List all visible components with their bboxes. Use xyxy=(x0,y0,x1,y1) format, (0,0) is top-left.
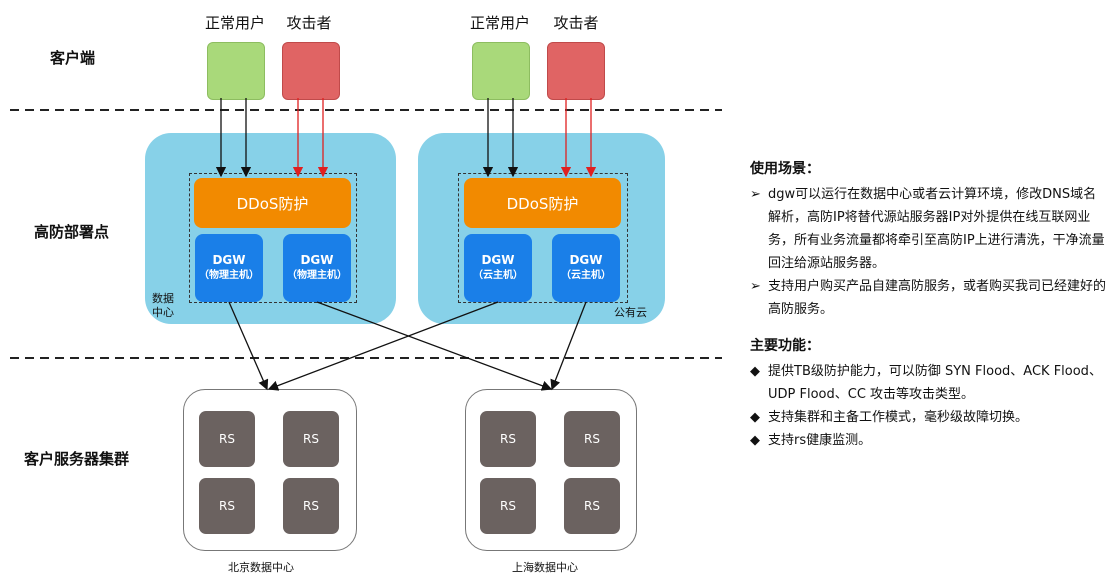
dgw-subtitle: （云主机） xyxy=(561,270,611,281)
rs-server: RS xyxy=(199,411,255,467)
ddos-protection-datacenter: DDoS防护 xyxy=(194,178,351,228)
usage-item-text: dgw可以运行在数据中心或者云计算环境，修改DNS域名解析，高防IP将替代源站服… xyxy=(768,187,1105,271)
ddos-protection-cloud: DDoS防护 xyxy=(464,178,621,228)
diamond-bullet-icon: ◆ xyxy=(750,410,760,425)
usage-title: 使用场景： xyxy=(750,161,820,177)
feature-item: ◆ 支持集群和主备工作模式，毫秒级故障切换。 xyxy=(750,406,1106,429)
diamond-bullet-icon: ◆ xyxy=(750,433,760,448)
cluster-shanghai-label: 上海数据中心 xyxy=(512,561,578,574)
normal-user-box-left xyxy=(207,42,265,100)
arrow-bullet-icon: ➢ xyxy=(750,187,761,202)
usage-item: ➢ dgw可以运行在数据中心或者云计算环境，修改DNS域名解析，高防IP将替代源… xyxy=(750,183,1106,275)
rs-server: RS xyxy=(564,411,620,467)
normal-user-box-right xyxy=(472,42,530,100)
rs-server: RS xyxy=(283,411,339,467)
attacker-box-right xyxy=(547,42,605,100)
usage-item: ➢ 支持用户购买产品自建高防服务，或者购买我司已经建好的高防服务。 xyxy=(750,275,1106,321)
datacenter-area xyxy=(145,133,396,324)
features-title: 主要功能： xyxy=(750,338,820,354)
feature-item: ◆ 支持rs健康监测。 xyxy=(750,429,1106,452)
features-list: ◆ 提供TB级防护能力，可以防御 SYN Flood、ACK Flood、UDP… xyxy=(750,360,1106,452)
dgw-cloud-1: DGW （云主机） xyxy=(464,234,532,302)
feature-item-text: 提供TB级防护能力，可以防御 SYN Flood、ACK Flood、UDP F… xyxy=(768,364,1102,402)
attacker-box-left xyxy=(282,42,340,100)
public-cloud-area xyxy=(418,133,665,324)
datacenter-area-label: 数据 中心 xyxy=(152,292,174,319)
dgw-title: DGW xyxy=(481,253,515,267)
dgw-physical-2: DGW （物理主机） xyxy=(283,234,351,302)
dgw-physical-1: DGW （物理主机） xyxy=(195,234,263,302)
dgw-cloud-2: DGW （云主机） xyxy=(552,234,620,302)
rs-server: RS xyxy=(480,478,536,534)
rs-server: RS xyxy=(564,478,620,534)
feature-item-text: 支持rs健康监测。 xyxy=(768,433,872,448)
attacker-label-right: 攻击者 xyxy=(553,14,599,32)
arrow-bullet-icon: ➢ xyxy=(750,279,761,294)
rs-server: RS xyxy=(283,478,339,534)
tier-label-protection: 高防部署点 xyxy=(34,223,110,241)
feature-item: ◆ 提供TB级防护能力，可以防御 SYN Flood、ACK Flood、UDP… xyxy=(750,360,1106,406)
cluster-beijing-label: 北京数据中心 xyxy=(228,561,294,574)
rs-server: RS xyxy=(199,478,255,534)
diamond-bullet-icon: ◆ xyxy=(750,364,760,379)
dgw-title: DGW xyxy=(300,253,334,267)
usage-list: ➢ dgw可以运行在数据中心或者云计算环境，修改DNS域名解析，高防IP将替代源… xyxy=(750,183,1106,321)
description-panel: 使用场景： ➢ dgw可以运行在数据中心或者云计算环境，修改DNS域名解析，高防… xyxy=(750,158,1106,452)
normal-user-label-right: 正常用户 xyxy=(469,14,530,32)
cloud-area-label: 公有云 xyxy=(614,306,647,319)
tier-label-client: 客户端 xyxy=(50,49,96,67)
normal-user-label-left: 正常用户 xyxy=(204,14,265,32)
tier-label-servers: 客户服务器集群 xyxy=(24,450,130,468)
dgw-subtitle: （云主机） xyxy=(473,270,523,281)
usage-item-text: 支持用户购买产品自建高防服务，或者购买我司已经建好的高防服务。 xyxy=(768,279,1107,317)
dgw-title: DGW xyxy=(212,253,246,267)
feature-item-text: 支持集群和主备工作模式，毫秒级故障切换。 xyxy=(768,410,1029,425)
dgw-title: DGW xyxy=(569,253,603,267)
dgw-subtitle: （物理主机） xyxy=(199,270,259,281)
attacker-label-left: 攻击者 xyxy=(286,14,332,32)
rs-server: RS xyxy=(480,411,536,467)
dgw-subtitle: （物理主机） xyxy=(287,270,347,281)
